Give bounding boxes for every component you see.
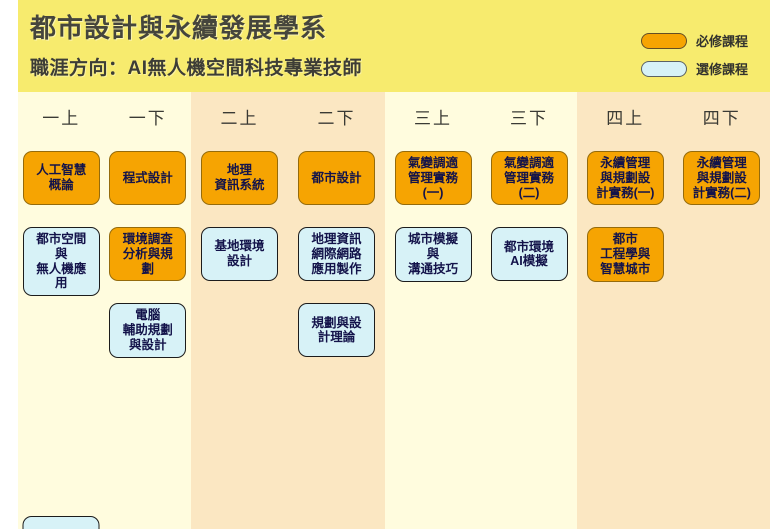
legend-elective: 選修課程 bbox=[640, 59, 748, 78]
semester-bands: 一上 人工智慧 概論 都市空間 與 無人機應 用 一下 程式設計 環境調查 分析… bbox=[18, 92, 770, 529]
course-box: 氣變調適 管理實務 (二) bbox=[490, 151, 568, 206]
course-box: 永續管理 與規劃設 計實務(二) bbox=[683, 151, 761, 206]
semester-column-3-1: 三上 氣變調適 管理實務 (一) 城市模擬 與 溝通技巧 bbox=[385, 92, 481, 529]
course-box: 環境調查 分析與規 劃 bbox=[109, 227, 187, 282]
band-year-3: 三上 氣變調適 管理實務 (一) 城市模擬 與 溝通技巧 三下 氣變調適 管理實… bbox=[385, 92, 577, 529]
semester-label: 三上 bbox=[414, 109, 452, 128]
course-box: 地理 資訊系統 bbox=[201, 151, 278, 205]
band-year-2: 二上 地理 資訊系統 基地環境 設計 二下 都市設計 地理資訊 網際網路 應用製… bbox=[191, 92, 385, 529]
legend: 必修課程 選修課程 bbox=[640, 31, 748, 78]
page-subtitle: 職涯方向：AI無人機空間科技專業技師 bbox=[30, 58, 363, 79]
semester-column-4-1: 四上 永續管理 與規劃設 計實務(一) 都市 工程學與 智慧城市 bbox=[577, 92, 674, 529]
page-title: 都市設計與永續發展學系 bbox=[30, 13, 328, 43]
semester-column-2-2: 二下 都市設計 地理資訊 網際網路 應用製作 規劃與設 計理論 bbox=[288, 92, 385, 529]
semester-label: 四下 bbox=[702, 109, 741, 128]
semester-label: 三下 bbox=[510, 109, 548, 128]
legend-required: 必修課程 bbox=[640, 31, 748, 50]
course-box: 都市設計 bbox=[298, 151, 375, 205]
elective-swatch bbox=[640, 60, 687, 77]
semester-label: 一下 bbox=[128, 109, 167, 128]
semester-label: 四上 bbox=[606, 109, 645, 128]
course-box: 永續管理 與規劃設 計實務(一) bbox=[586, 151, 664, 206]
semester-column-4-2: 四下 永續管理 與規劃設 計實務(二) bbox=[674, 92, 770, 529]
course-box: 都市 工程學與 智慧城市 bbox=[586, 227, 664, 282]
semester-label: 二上 bbox=[220, 109, 259, 128]
course-box: 人工智慧 概論 bbox=[22, 151, 100, 205]
course-box: 程式設計 bbox=[109, 151, 187, 205]
course-box: 氣變調適 管理實務 (一) bbox=[394, 151, 472, 206]
semester-column-1-2: 一下 程式設計 環境調查 分析與規 劃 電腦 輔助規劃 與設計 bbox=[105, 92, 192, 529]
course-box: 規劃與設 計理論 bbox=[298, 303, 375, 358]
legend-elective-label: 選修課程 bbox=[695, 62, 748, 77]
course-box: 地理資訊 網際網路 應用製作 bbox=[298, 227, 375, 282]
semester-label: 二下 bbox=[317, 109, 356, 128]
course-box: 電腦 輔助規劃 與設計 bbox=[109, 303, 187, 358]
required-swatch bbox=[640, 32, 687, 49]
partial-course-box bbox=[22, 516, 100, 529]
semester-label: 一上 bbox=[42, 109, 81, 128]
band-year-1: 一上 人工智慧 概論 都市空間 與 無人機應 用 一下 程式設計 環境調查 分析… bbox=[18, 92, 191, 529]
course-box: 都市環境 AI模擬 bbox=[490, 227, 568, 282]
course-box: 城市模擬 與 溝通技巧 bbox=[394, 227, 472, 282]
course-box: 基地環境 設計 bbox=[201, 227, 278, 281]
semester-column-1-1: 一上 人工智慧 概論 都市空間 與 無人機應 用 bbox=[18, 92, 105, 529]
course-box: 都市空間 與 無人機應 用 bbox=[22, 227, 100, 296]
semester-column-3-2: 三下 氣變調適 管理實務 (二) 都市環境 AI模擬 bbox=[481, 92, 577, 529]
semester-column-2-1: 二上 地理 資訊系統 基地環境 設計 bbox=[191, 92, 288, 529]
legend-required-label: 必修課程 bbox=[695, 34, 748, 49]
header: 都市設計與永續發展學系 職涯方向：AI無人機空間科技專業技師 必修課程 選修課程 bbox=[18, 0, 770, 92]
band-year-4: 四上 永續管理 與規劃設 計實務(一) 都市 工程學與 智慧城市 四下 永續管理… bbox=[577, 92, 770, 529]
